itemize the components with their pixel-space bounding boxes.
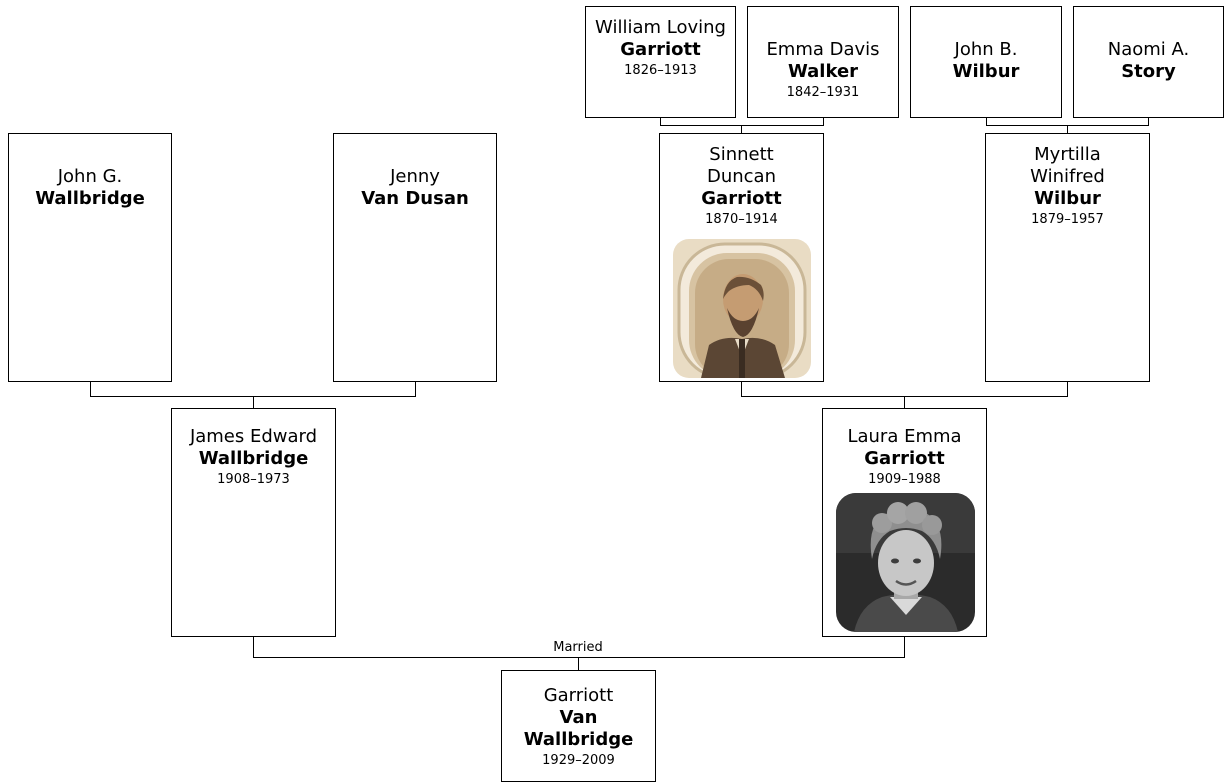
connector [415,382,416,396]
connector [660,118,661,126]
marriage-label: Married [553,640,603,655]
connector [578,657,579,670]
given-name: Laura Emma [847,426,962,447]
life-dates: 1909–1988 [868,472,941,487]
surname: Wilbur [1034,188,1101,209]
given-name: Emma Davis [766,39,880,60]
given-name: James Edward [189,426,318,447]
surname: Walker [787,61,859,82]
person-john-b-wilbur[interactable]: John B. Wilbur [910,6,1062,118]
surname: Wilbur [952,61,1020,82]
person-emma-walker[interactable]: Emma Davis Walker 1842–1931 [747,6,899,118]
person-john-g-wallbridge[interactable]: John G. Wallbridge [8,133,172,382]
portrait-photo [836,493,975,632]
connector [1067,382,1068,396]
connector [1148,118,1149,126]
person-garriott-van-wallbridge[interactable]: Garriott Van Wallbridge 1929–2009 [501,670,656,782]
surname: Garriott [701,188,782,209]
surname: Story [1121,61,1176,82]
given-name: Sinnett Duncan [706,144,776,187]
connector [90,382,91,396]
given-name: John B. [954,39,1018,60]
connector [904,396,905,408]
connector [741,125,742,133]
surname: Garriott [620,39,701,60]
surname: Van Wallbridge [523,707,634,750]
surname: Wallbridge [35,188,145,209]
life-dates: 1879–1957 [1031,212,1104,227]
given-name: John G. [57,166,123,187]
life-dates: 1929–2009 [542,753,615,768]
life-dates: 1908–1973 [217,472,290,487]
surname: Wallbridge [198,448,309,469]
given-name: Garriott [543,685,614,706]
marriage-line [253,657,905,658]
person-myrtilla-wilbur[interactable]: Myrtilla Winifred Wilbur 1879–1957 [985,133,1150,382]
surname: Van Dusan [361,188,469,209]
person-jenny-van-dusan[interactable]: Jenny Van Dusan [333,133,497,382]
connector [823,118,824,126]
person-naomi-story[interactable]: Naomi A. Story [1073,6,1224,118]
connector [253,396,254,408]
connector [986,118,987,126]
given-name: Myrtilla Winifred [1030,144,1105,187]
given-name: Jenny [390,166,440,187]
connector [741,382,742,396]
given-name: William Loving [595,17,726,38]
connector [660,125,824,126]
given-name: Naomi A. [1107,39,1190,60]
surname: Garriott [864,448,945,469]
life-dates: 1842–1931 [786,85,860,100]
portrait-photo [673,239,811,378]
life-dates: 1870–1914 [705,212,778,227]
connector [253,636,254,657]
person-james-wallbridge[interactable]: James Edward Wallbridge 1908–1973 [171,408,336,637]
connector [904,636,905,657]
life-dates: 1826–1913 [624,63,697,78]
connector [1067,125,1068,133]
person-william-garriott[interactable]: William Loving Garriott 1826–1913 [585,6,736,118]
